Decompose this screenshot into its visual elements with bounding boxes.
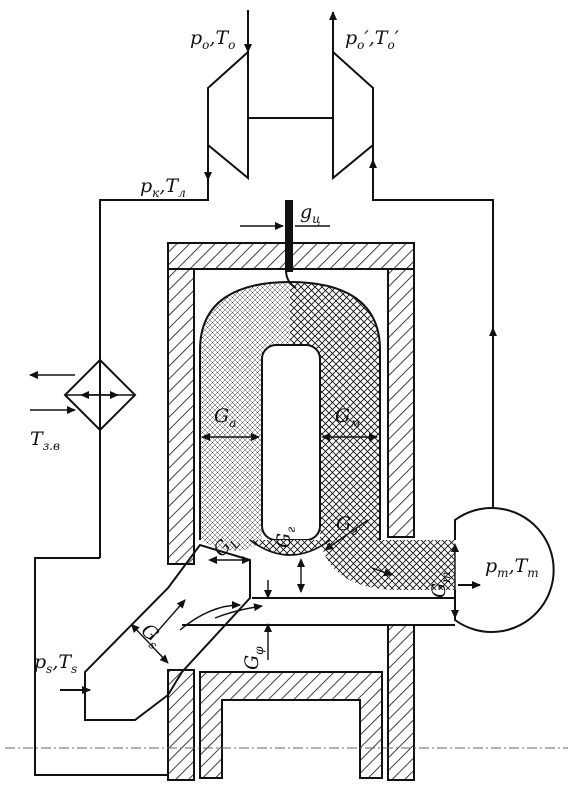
label-Ga: Ga: [214, 405, 236, 430]
label-p0-T0: po,To: [190, 27, 235, 52]
core-cusp: [249, 539, 331, 556]
label-GT: Gт: [428, 571, 453, 598]
intercooler: [29, 358, 137, 432]
label-Gr-left: Gг: [273, 527, 298, 548]
scavenge-channel: [182, 567, 455, 626]
intake-return-line: [34, 557, 168, 776]
exhaust-receiver: [454, 507, 555, 633]
left-wall-upper: [167, 268, 195, 565]
left-wall-lower: [167, 669, 195, 781]
fresh-charge-zone: [200, 282, 290, 551]
Gr-right-dimension: [324, 519, 369, 551]
label-Gm: Gм: [335, 405, 360, 430]
label-T3v: Tз.в: [30, 428, 60, 453]
injector-body: [285, 200, 293, 272]
turbine-wheel: [332, 49, 374, 181]
label-ps-Ts: ps,Ts: [34, 651, 77, 676]
receiver-body: [454, 507, 555, 633]
residual-flow-arrow: [371, 567, 393, 577]
label-Gphi: Gφ: [241, 646, 266, 670]
right-wall-upper: [387, 268, 415, 538]
gas-region: [199, 280, 455, 590]
label-p0-T0-prime: po′,To′: [345, 27, 400, 52]
dimension-arrows: [60, 433, 459, 694]
label-pT-TT: pт,Tт: [485, 555, 539, 580]
label-Gr-right: Gг: [336, 513, 357, 538]
labels: po,To po′,To′ pк,Tл gц Ga Gм Gг Gг GL Gs: [30, 27, 539, 676]
right-wall-lower: [387, 624, 415, 781]
intake-port-body: [84, 543, 251, 721]
injector-tip: [285, 269, 297, 289]
fuel-injector: [240, 200, 330, 289]
compressor-wheel: [207, 49, 249, 181]
label-pk-Tk: pк,Tл: [140, 175, 186, 200]
cylinder-walls: [167, 242, 415, 781]
charge-core: [261, 344, 321, 541]
channel-flow-arrow: [214, 603, 263, 619]
label-gc: gц: [300, 201, 321, 226]
piston: [199, 671, 383, 779]
Gs-dimension: [130, 623, 169, 664]
label-Gs: Gs: [135, 619, 168, 652]
